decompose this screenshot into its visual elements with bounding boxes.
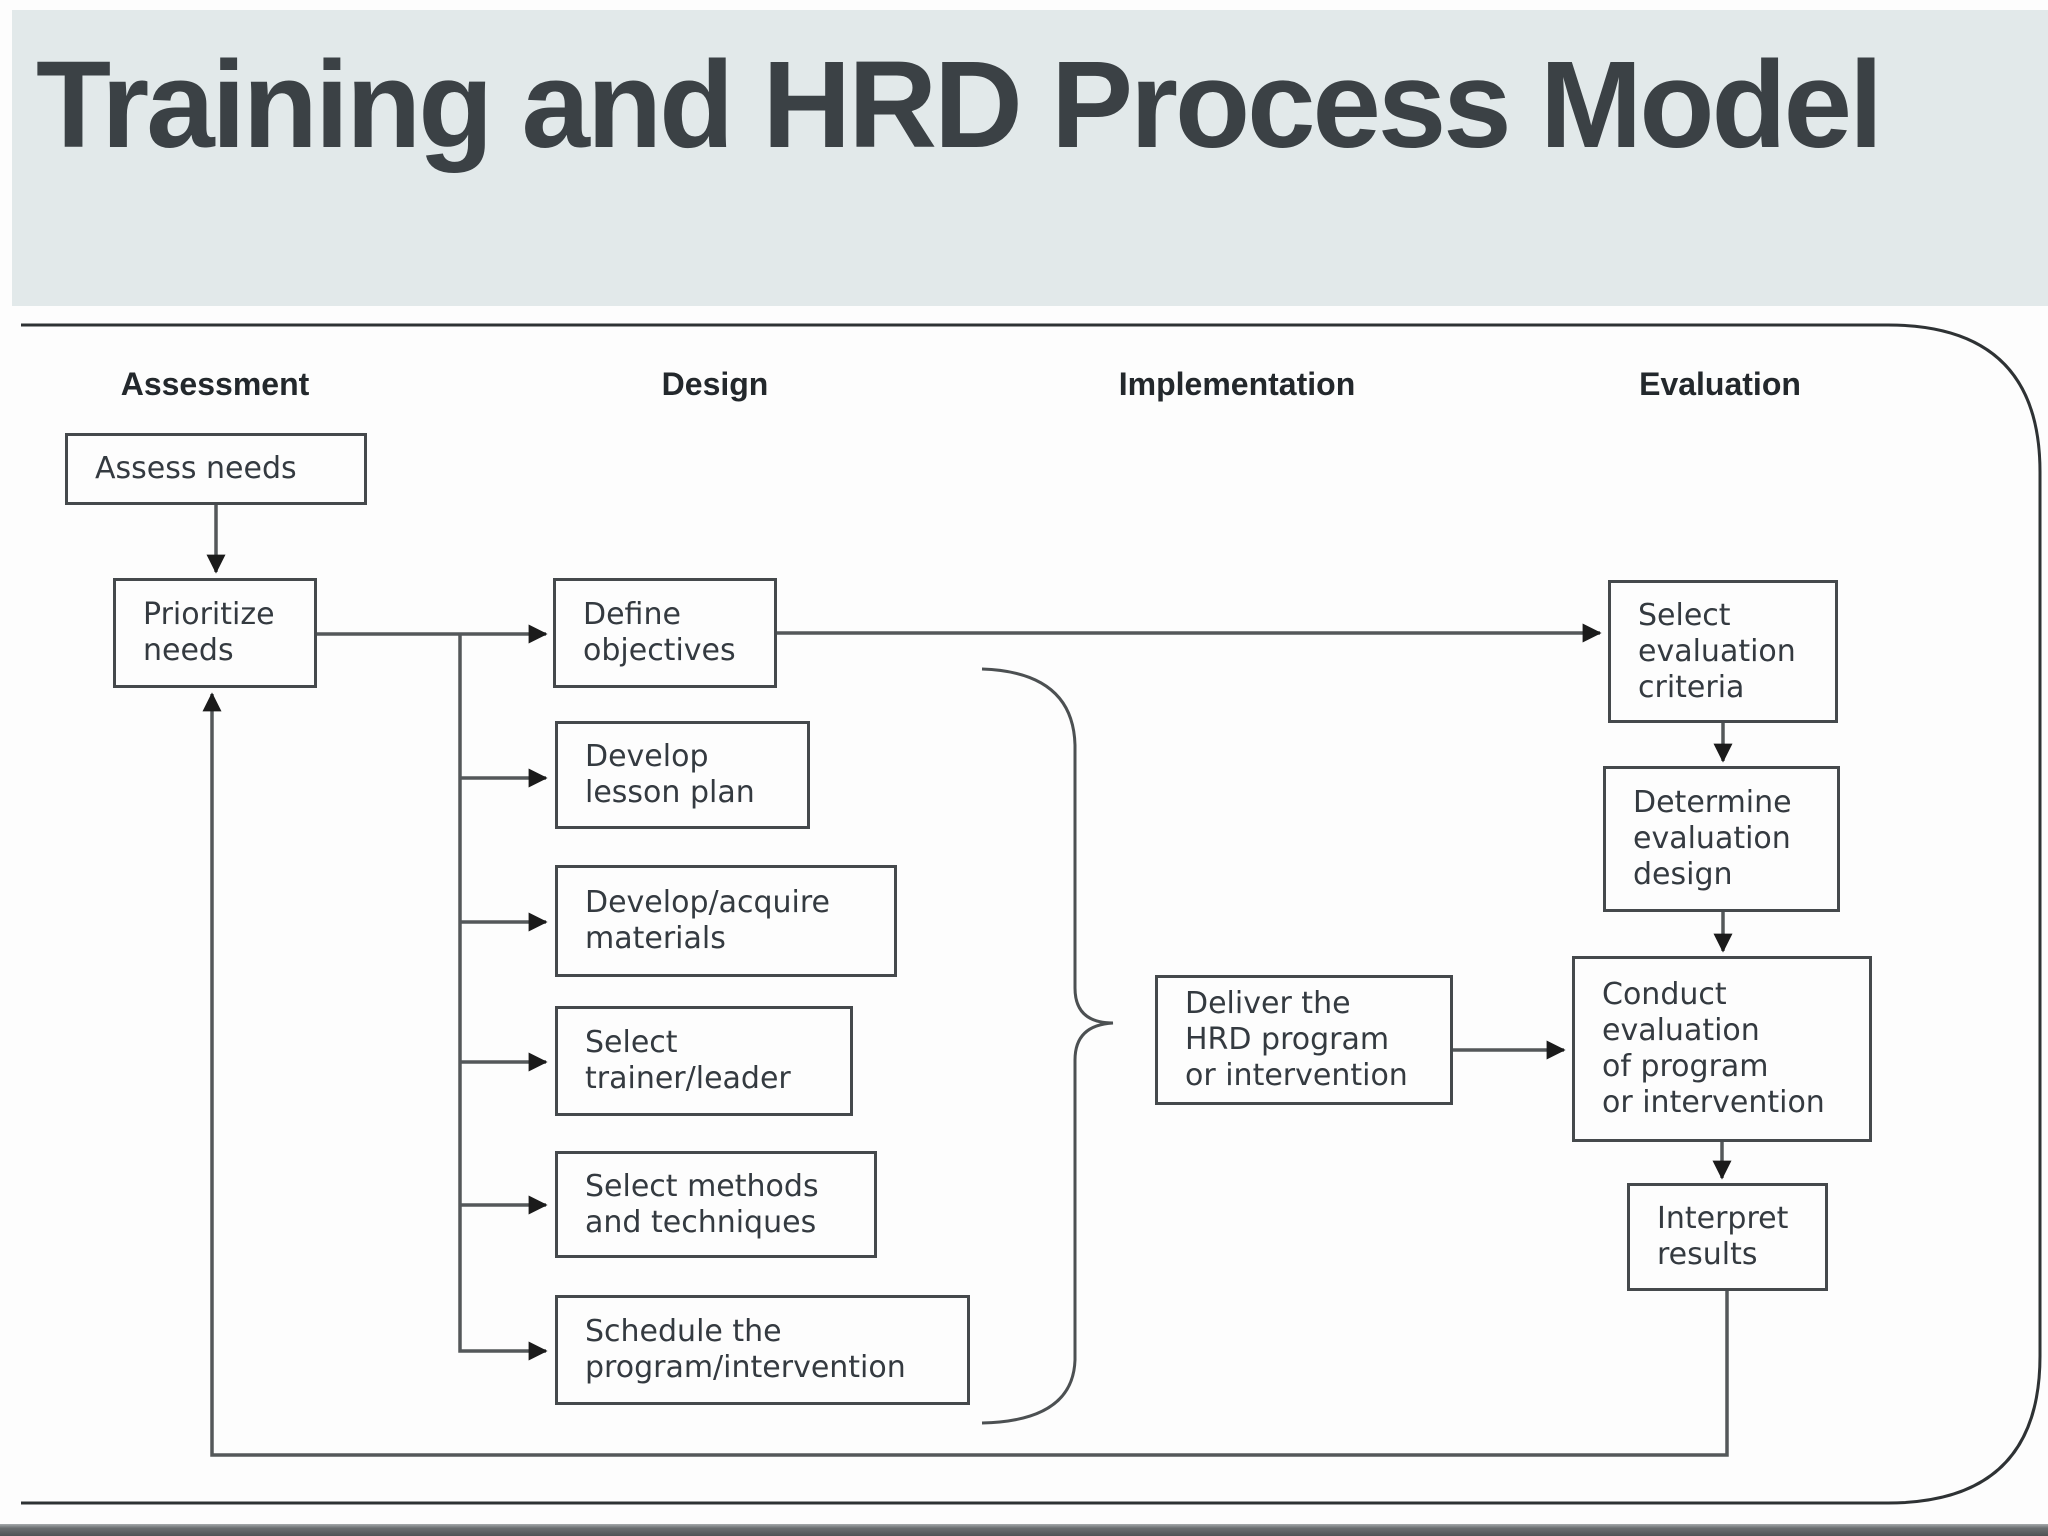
node-develop-acquire-materials: Develop/acquire materials (555, 865, 897, 977)
node-prioritize-needs: Prioritize needs (113, 578, 317, 688)
phase-header-design: Design (661, 366, 769, 402)
node-conduct-evaluation: Conduct evaluation of program or interve… (1572, 956, 1872, 1142)
node-select-trainer-leader: Select trainer/leader (555, 1006, 853, 1116)
phase-header-implementation: Implementation (1118, 366, 1356, 402)
node-develop-lesson-plan: Develop lesson plan (555, 721, 810, 829)
slide-bottom-bar (0, 1524, 2048, 1536)
node-select-methods-techniques: Select methods and techniques (555, 1151, 877, 1258)
phase-header-evaluation: Evaluation (1639, 366, 1801, 402)
node-define-objectives: Define objectives (553, 578, 777, 688)
design-gather-brace (981, 667, 1114, 1425)
feedback-loop-interpret-to-prioritize (202, 692, 1729, 1457)
header-band (12, 10, 2048, 306)
node-assess-needs: Assess needs (65, 433, 367, 505)
node-select-evaluation-criteria: Select evaluation criteria (1608, 580, 1838, 723)
node-deliver-hrd-program: Deliver the HRD program or intervention (1155, 975, 1453, 1105)
trunk-line-to-schedule (458, 634, 548, 1361)
node-interpret-results: Interpret results (1627, 1183, 1828, 1291)
slide-title: Training and HRD Process Model (36, 37, 1883, 174)
node-schedule-program-intervention: Schedule the program/intervention (555, 1295, 970, 1405)
diagram-outer-border (21, 323, 2042, 1505)
node-determine-evaluation-design: Determine evaluation design (1603, 766, 1840, 912)
phase-header-assessment: Assessment (120, 366, 310, 402)
